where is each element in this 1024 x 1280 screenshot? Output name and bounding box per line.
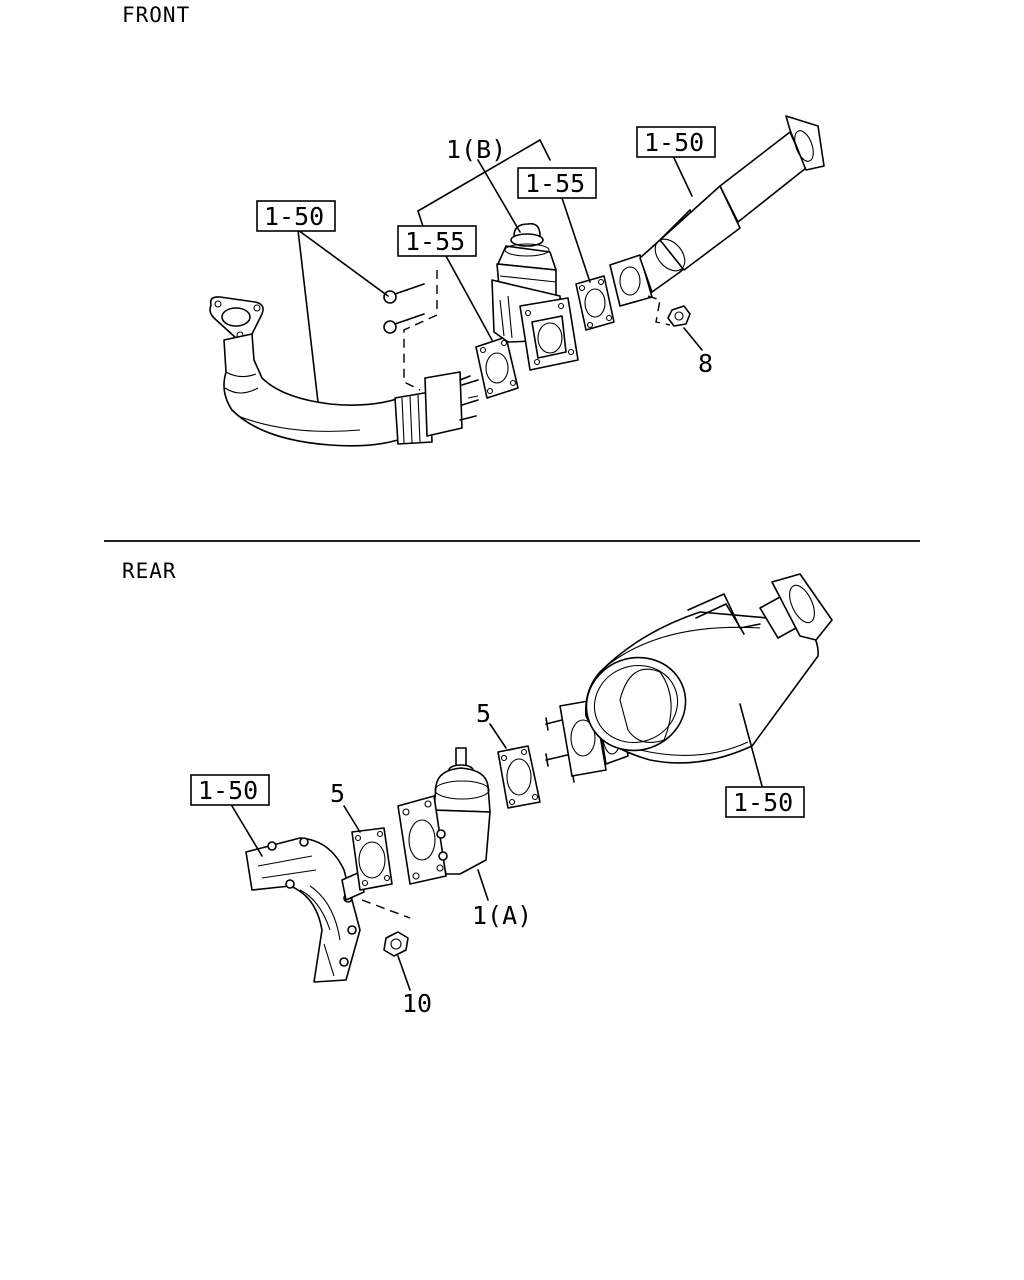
section-label-front: FRONT bbox=[122, 3, 190, 27]
rear-nut-10 bbox=[383, 931, 409, 957]
front-leader-lines bbox=[297, 139, 703, 403]
rear-callout-gasket-right: 5 bbox=[476, 699, 491, 728]
front-ref-box-pipe-left bbox=[256, 200, 336, 232]
rear-callout-gasket-left: 5 bbox=[330, 779, 345, 808]
front-exhaust-brake-valve bbox=[491, 222, 579, 371]
rear-leader-lines bbox=[231, 703, 763, 991]
front-exhaust-pipe bbox=[209, 296, 479, 447]
front-intermediate-pipe bbox=[609, 115, 825, 307]
rear-exhaust-pipe bbox=[245, 837, 365, 983]
front-ref-gasket-left: 1-55 bbox=[405, 227, 465, 256]
front-ref-gasket-right: 1-55 bbox=[525, 169, 585, 198]
section-label-rear: REAR bbox=[122, 559, 177, 583]
rear-callout-nut: 10 bbox=[402, 989, 432, 1018]
front-ref-pipe-left: 1-50 bbox=[264, 202, 324, 231]
rear-gasket-right bbox=[497, 745, 541, 809]
front-ref-box-gasket-right bbox=[517, 167, 597, 199]
front-flange-bolts bbox=[383, 283, 425, 334]
front-nut-8 bbox=[667, 305, 691, 327]
front-gasket-left bbox=[475, 336, 519, 399]
front-callout-nut: 8 bbox=[698, 349, 713, 378]
front-ref-box-pipe-top bbox=[636, 126, 716, 158]
front-ref-box-gasket-left bbox=[397, 225, 477, 257]
front-callout-valve: 1(B) bbox=[446, 135, 506, 164]
rear-ref-pipe-left: 1-50 bbox=[198, 776, 258, 805]
front-gasket-right bbox=[575, 275, 615, 331]
rear-muffler-assembly bbox=[559, 573, 833, 777]
rear-ref-box-pipe-left bbox=[190, 774, 270, 806]
front-ref-pipe-top: 1-50 bbox=[644, 128, 704, 157]
rear-gasket-left bbox=[351, 827, 393, 891]
rear-ref-box-muffler bbox=[725, 786, 805, 818]
rear-ref-muffler: 1-50 bbox=[733, 788, 793, 817]
rear-exhaust-brake-valve bbox=[397, 747, 491, 885]
rear-callout-valve: 1(A) bbox=[472, 901, 532, 930]
